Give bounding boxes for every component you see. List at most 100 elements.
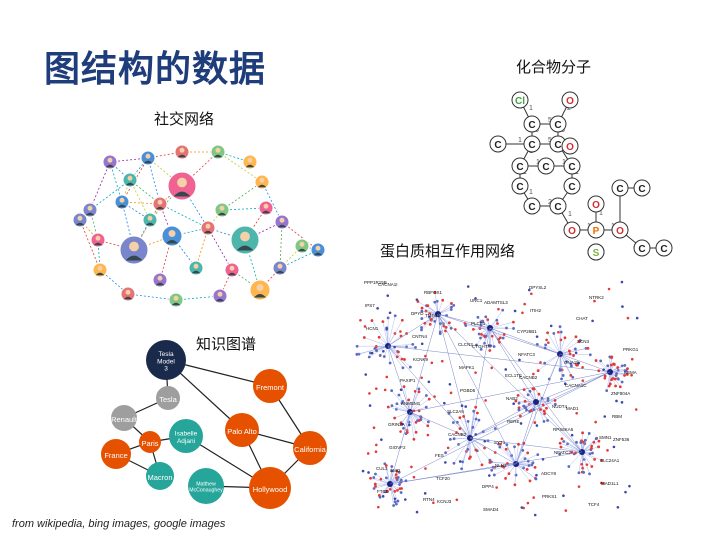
atom-label: C	[528, 202, 535, 213]
protein-node	[355, 344, 359, 348]
protein-node	[570, 450, 574, 454]
protein-edge	[559, 353, 571, 376]
protein-node	[403, 498, 407, 501]
protein-edge	[538, 353, 561, 371]
protein-node	[523, 399, 527, 403]
protein-edge	[518, 401, 537, 411]
protein-node	[390, 389, 394, 393]
protein-node	[609, 363, 613, 367]
protein-edge	[489, 327, 583, 453]
protein-node	[528, 479, 532, 483]
protein-node	[444, 451, 447, 455]
protein-label: NTRK2	[589, 295, 604, 300]
protein-node	[524, 406, 528, 410]
protein-edge	[389, 411, 411, 485]
atom-label: O	[566, 96, 574, 107]
kg-node-label: Isabelle	[175, 431, 198, 438]
protein-node	[616, 505, 620, 509]
protein-node	[382, 355, 386, 358]
protein-node	[590, 446, 593, 450]
protein-edge	[500, 444, 517, 465]
protein-label: MAPK1	[459, 365, 475, 370]
protein-node	[423, 492, 427, 495]
protein-node	[549, 324, 553, 328]
protein-node	[535, 335, 539, 338]
protein-node	[401, 422, 404, 426]
atom-node	[549, 197, 567, 215]
protein-node	[512, 402, 515, 405]
atom-label: C	[554, 140, 561, 151]
protein-node	[438, 330, 442, 334]
protein-node	[393, 500, 397, 504]
protein-node	[451, 421, 455, 424]
atom-node	[523, 135, 541, 153]
protein-node	[513, 309, 517, 313]
protein-node	[397, 350, 400, 354]
protein-node	[610, 355, 614, 359]
protein-edge	[437, 313, 517, 465]
kg-node-label: Paris	[141, 439, 158, 448]
protein-node	[513, 445, 516, 449]
atom-label: C	[616, 184, 623, 195]
protein-label: UNC1	[470, 298, 483, 303]
protein-node	[424, 394, 428, 397]
protein-node	[504, 476, 507, 480]
protein-edge	[559, 353, 611, 373]
person-avatar-icon	[92, 262, 108, 278]
kg-node-renault	[111, 405, 137, 431]
protein-node	[464, 405, 468, 408]
protein-node	[512, 327, 515, 330]
protein-edge	[581, 440, 600, 453]
social-edge	[89, 161, 111, 211]
protein-node	[393, 497, 397, 501]
protein-label: KSMA	[624, 370, 637, 375]
protein-edge	[506, 444, 517, 465]
protein-node	[372, 476, 376, 479]
protein-node	[522, 388, 526, 392]
protein-node	[477, 332, 481, 336]
protein-node	[450, 305, 453, 309]
protein-node	[423, 321, 427, 325]
protein-node	[452, 303, 456, 307]
protein-node	[449, 326, 453, 330]
protein-node	[449, 308, 453, 311]
protein-node	[384, 464, 388, 467]
protein-edge	[403, 386, 411, 413]
protein-node	[512, 320, 515, 324]
protein-node	[469, 455, 472, 459]
protein-node	[376, 307, 379, 310]
protein-edge	[515, 401, 537, 465]
protein-node	[393, 489, 397, 493]
atom-node	[561, 91, 579, 109]
kg-node-palo-alto	[225, 413, 259, 447]
protein-node	[514, 473, 518, 477]
protein-node	[574, 451, 577, 455]
protein-label: ADAMTSL3	[484, 300, 508, 305]
protein-node	[577, 485, 581, 488]
protein-node	[479, 336, 482, 340]
protein-edge	[421, 313, 439, 331]
protein-node	[594, 437, 598, 441]
protein-node	[412, 409, 416, 413]
person-avatar-icon	[210, 144, 226, 160]
atom-label: C	[528, 140, 535, 151]
protein-edge	[387, 345, 411, 413]
protein-label: CYP26B1	[517, 329, 537, 334]
person-avatar-icon	[200, 220, 216, 236]
kg-node-label: 3	[164, 365, 168, 372]
protein-edge	[606, 371, 611, 391]
protein-node	[420, 309, 424, 313]
protein-node	[458, 427, 462, 431]
atom-node	[633, 239, 651, 257]
protein-edge	[547, 332, 561, 355]
protein-node	[372, 487, 376, 490]
protein-node	[448, 382, 452, 386]
protein-node	[498, 442, 502, 446]
protein-node	[553, 402, 557, 406]
protein-node	[490, 366, 494, 370]
protein-node	[388, 311, 392, 315]
protein-node	[603, 415, 607, 418]
atom-label: C	[494, 140, 501, 151]
protein-node	[373, 482, 377, 486]
protein-node	[390, 404, 394, 408]
